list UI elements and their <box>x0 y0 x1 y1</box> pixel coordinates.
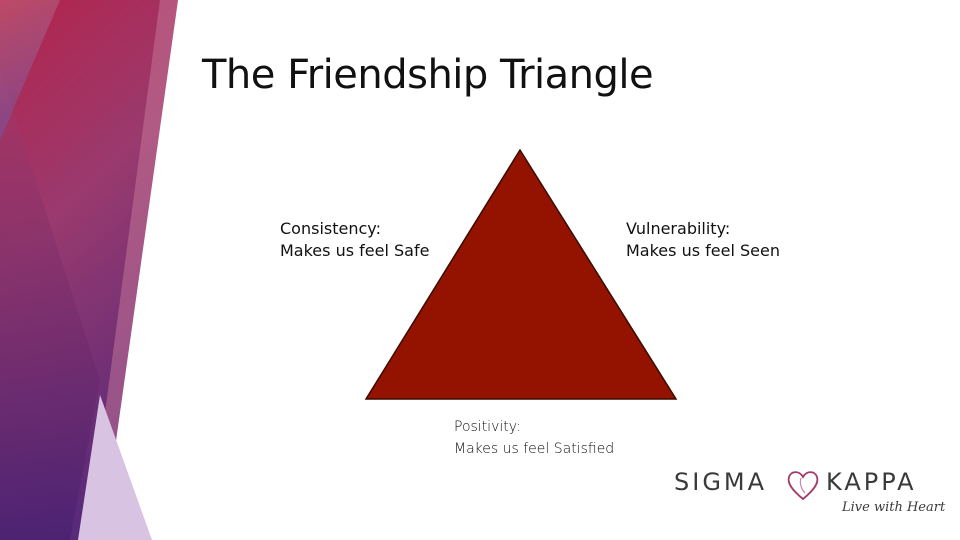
positivity-label-title: Positivity: <box>454 419 521 435</box>
vulnerability-label-desc: Makes us feel Seen <box>626 241 780 260</box>
slide-title: The Friendship Triangle <box>202 52 654 98</box>
panel-glint <box>0 0 60 140</box>
consistency-label: Consistency: Makes us feel Safe <box>280 218 429 262</box>
consistency-label-title: Consistency: <box>280 219 381 238</box>
logo-tagline: Live with Heart <box>842 500 946 515</box>
vulnerability-label-title: Vulnerability: <box>626 219 731 238</box>
panel-lavender <box>78 395 152 540</box>
positivity-label-desc: Makes us feel Satisfied <box>454 441 615 457</box>
logo-word-kappa: KAPPA <box>826 468 917 496</box>
triangle-shape <box>364 148 678 400</box>
panel-overlay <box>0 70 100 540</box>
positivity-label: Positivity: Makes us feel Satisfied <box>454 416 614 460</box>
heart-icon <box>787 471 819 501</box>
panel-light-band <box>88 0 178 540</box>
consistency-label-desc: Makes us feel Safe <box>280 241 430 260</box>
logo-word-sigma: SIGMA <box>674 468 768 496</box>
sigma-kappa-logo: SIGMA KAPPA Live with Heart <box>672 466 945 522</box>
vulnerability-label: Vulnerability: Makes us feel Seen <box>626 218 780 262</box>
